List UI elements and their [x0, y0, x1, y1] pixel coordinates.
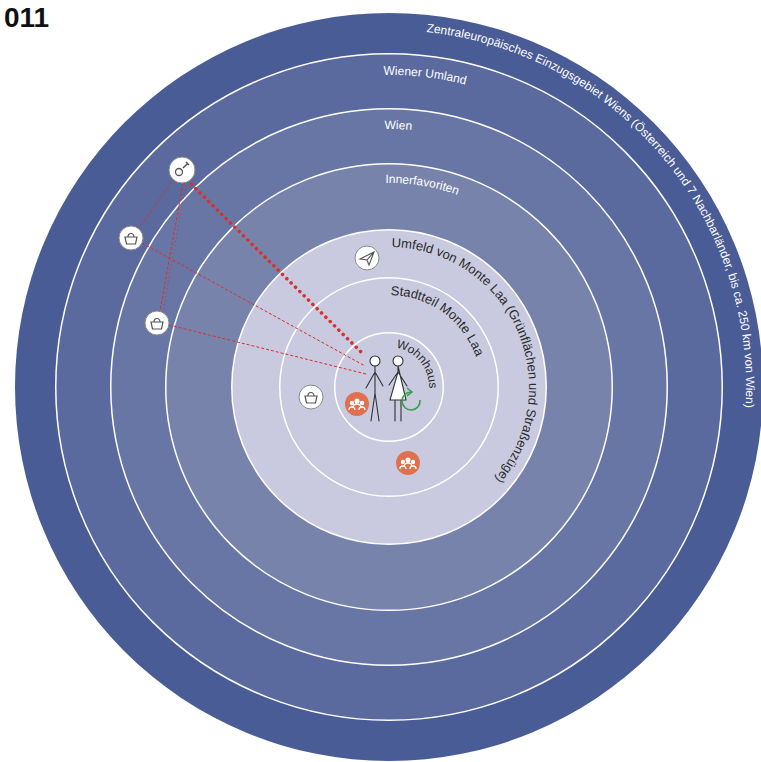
ring-label: Wien	[384, 118, 412, 133]
figure-number: 011	[4, 2, 49, 34]
zone-ring: Wohnhaus	[334, 332, 444, 442]
ring-text-layer: Wien	[110, 108, 668, 666]
zone-ring: Wiener UmlandWienInnerfavoritenUmfeld vo…	[55, 53, 723, 721]
ring-fill	[15, 13, 761, 761]
ring-label: Wiener Umland	[383, 64, 468, 87]
ring-fill	[166, 164, 613, 611]
ring-label-text: Wien	[384, 118, 412, 133]
ring-fill	[280, 278, 499, 497]
ring-text-layer: Umfeld von Monte Laa (Grünflächen und St…	[231, 229, 547, 545]
ring-fill	[232, 230, 547, 545]
ring-fill	[56, 54, 723, 721]
ring-text-layer: Innerfavoriten	[165, 163, 613, 611]
ring-fill	[111, 109, 668, 666]
ring-label: Innerfavoriten	[385, 172, 461, 198]
ring-label-text: Innerfavoriten	[385, 172, 461, 198]
ring-text-layer: Wiener Umland	[55, 53, 723, 721]
ring-fill	[335, 333, 444, 442]
zone-ring: InnerfavoritenUmfeld von Monte Laa (Grün…	[165, 163, 613, 611]
zone-ring: WienInnerfavoritenUmfeld von Monte Laa (…	[110, 108, 668, 666]
zone-ring: Stadtteil Monte LaaWohnhaus	[279, 277, 499, 497]
ring-text-layer: Stadtteil Monte Laa	[279, 277, 499, 497]
zone-ring: Zentraleuropäisches Einzugsgebiet Wiens …	[15, 13, 761, 761]
zone-ring: Umfeld von Monte Laa (Grünflächen und St…	[231, 229, 547, 545]
ring-text-layer: Wohnhaus	[334, 332, 444, 442]
ring-label-text: Wiener Umland	[383, 64, 468, 87]
ring-label-text: Wohnhaus	[395, 337, 440, 389]
ring-label: Wohnhaus	[395, 337, 440, 389]
